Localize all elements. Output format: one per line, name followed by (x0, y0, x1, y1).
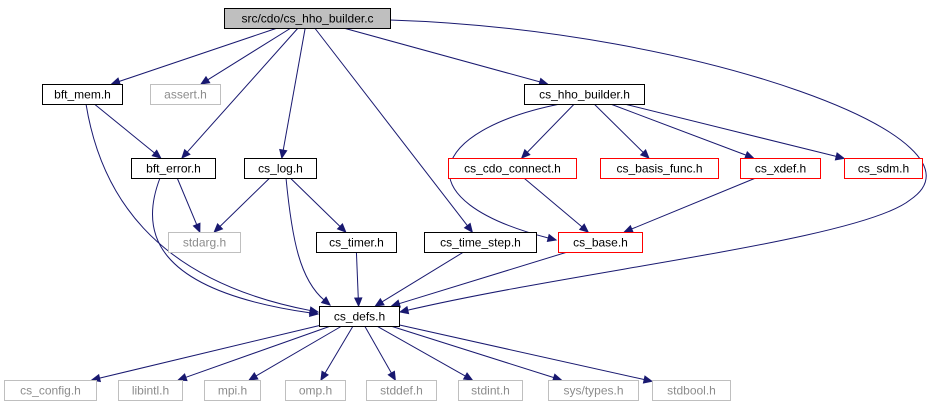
node-cs-xdef-h[interactable]: cs_xdef.h (740, 158, 821, 179)
edge-cs_hho_builder_c-to-cs_defs_h (389, 19, 927, 315)
node-label: cs_xdef.h (755, 162, 806, 176)
node-label: cs_config.h (20, 384, 81, 398)
edge-cs_defs_h-to-cs_config_h (90, 325, 320, 383)
edge-cs_defs_h-to-stdbool_h (398, 324, 654, 384)
node-label: stddef.h (380, 384, 423, 398)
node-label: omp.h (299, 384, 332, 398)
edge-cs_defs_h-to-sys_types_h (390, 325, 563, 382)
edge-cs_log_h-to-cs_timer_h (289, 177, 347, 233)
edge-cs_hho_builder_c-to-bft_error_h (181, 27, 299, 159)
node-label: mpi.h (218, 384, 247, 398)
node-mpi-h: mpi.h (204, 380, 261, 401)
node-label: stdarg.h (183, 236, 226, 250)
node-label: assert.h (164, 88, 207, 102)
edge-cs_hho_builder_h-to-cs_sdm_h (624, 103, 846, 161)
node-libintl-h: libintl.h (118, 380, 183, 401)
nodes-layer: src/cdo/cs_hho_builder.c bft_mem.h assert.… (4, 8, 923, 401)
node-cs-sdm-h[interactable]: cs_sdm.h (844, 158, 923, 179)
edge-cs_log_h-to-stdarg_h (213, 177, 271, 233)
node-stdint-h: stdint.h (458, 380, 523, 401)
edge-cs_timer_h-to-cs_defs_h (353, 251, 363, 308)
node-cs-defs-h[interactable]: cs_defs.h (319, 306, 400, 327)
node-omp-h: omp.h (285, 380, 346, 401)
edge-cs_hho_builder_c-to-cs_time_step_h (314, 27, 474, 233)
edge-cs_hho_builder_h-to-cs_basis_func_h (593, 103, 650, 159)
node-cs-config-h: cs_config.h (4, 380, 97, 401)
edge-cs_hho_builder_h-to-cs_cdo_connect_h (520, 103, 575, 159)
edge-cs_hho_builder_c-to-cs_hho_builder_h (343, 27, 549, 86)
node-label: cs_log.h (258, 162, 303, 176)
node-bft-mem-h[interactable]: bft_mem.h (42, 84, 123, 105)
edge-cs_hho_builder_c-to-assert_h (199, 27, 292, 85)
node-label: libintl.h (132, 384, 169, 398)
edge-bft_error_h-to-cs_defs_h (151, 177, 320, 318)
edge-cs_defs_h-to-stddef_h (364, 325, 396, 382)
edge-cs_hho_builder_c-to-bft_mem_h (110, 27, 278, 86)
node-cs-hho-builder-h[interactable]: cs_hho_builder.h (524, 84, 645, 105)
node-label: stdint.h (471, 384, 510, 398)
node-label: src/cdo/cs_hho_builder.c (241, 12, 373, 26)
edge-cs_defs_h-to-omp_h (320, 325, 354, 382)
node-label: cs_basis_func.h (616, 162, 702, 176)
edge-cs_time_step_h-to-cs_defs_h (374, 251, 464, 307)
node-cs-base-h[interactable]: cs_base.h (558, 232, 643, 253)
node-label: cs_cdo_connect.h (464, 162, 561, 176)
edge-cs_log_h-to-cs_defs_h (285, 177, 331, 306)
node-label: cs_defs.h (334, 310, 385, 324)
node-cs-basis-func-h[interactable]: cs_basis_func.h (600, 158, 719, 179)
edge-cs_hho_builder_c-to-cs_log_h (279, 27, 306, 160)
node-stddef-h: stddef.h (366, 380, 437, 401)
edges-layer (85, 19, 927, 384)
edge-cs_xdef_h-to-cs_base_h (623, 177, 756, 233)
node-cs-log-h[interactable]: cs_log.h (244, 158, 317, 179)
node-sys-types-h: sys/types.h (548, 380, 639, 401)
node-label: cs_time_step.h (440, 236, 521, 250)
node-label: cs_hho_builder.h (539, 88, 630, 102)
node-stdarg-h: stdarg.h (168, 232, 241, 253)
edge-cs_defs_h-to-mpi_h (248, 325, 343, 381)
edge-bft_mem_h-to-bft_error_h (93, 103, 162, 159)
node-label: bft_mem.h (54, 88, 111, 102)
node-label: cs_sdm.h (858, 162, 909, 176)
node-bft-error-h[interactable]: bft_error.h (131, 158, 216, 179)
node-cs-time-step-h[interactable]: cs_time_step.h (424, 232, 537, 253)
edge-bft_error_h-to-stdarg_h (176, 177, 201, 234)
node-label: bft_error.h (146, 162, 201, 176)
node-cs-cdo-connect-h[interactable]: cs_cdo_connect.h (448, 158, 577, 179)
node-label: sys/types.h (563, 384, 623, 398)
node-label: cs_base.h (573, 236, 628, 250)
node-label: cs_timer.h (329, 236, 384, 250)
edge-cs_cdo_connect_h-to-cs_base_h (523, 177, 590, 233)
node-cs-hho-builder-c[interactable]: src/cdo/cs_hho_builder.c (224, 8, 391, 29)
edge-cs_defs_h-to-stdint_h (376, 325, 474, 381)
node-assert-h: assert.h (150, 84, 221, 105)
node-label: stdbool.h (667, 384, 716, 398)
edge-cs_hho_builder_h-to-cs_xdef_h (610, 103, 755, 159)
node-cs-timer-h[interactable]: cs_timer.h (316, 232, 397, 253)
node-stdbool-h: stdbool.h (652, 380, 731, 401)
